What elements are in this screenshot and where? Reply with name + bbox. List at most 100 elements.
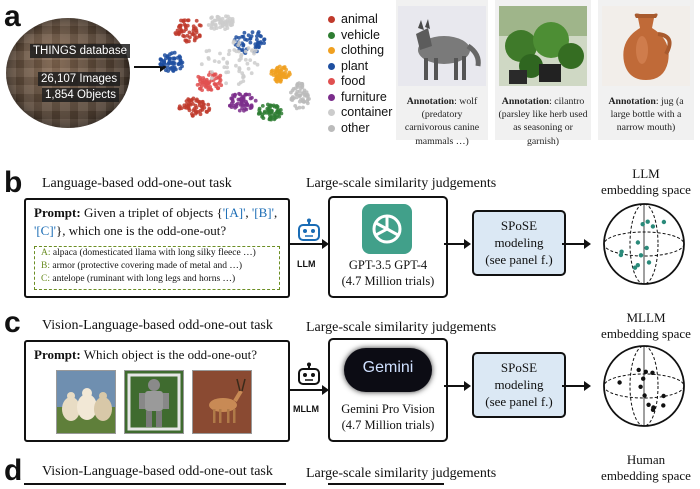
tsne-point [240,34,244,39]
embedding-point [643,369,648,374]
tsne-point [236,49,241,54]
tsne-point [200,88,204,92]
robot-icon [298,218,320,241]
tsne-point [191,24,196,29]
tsne-point [177,54,182,59]
tsne-point [224,81,228,86]
tsne-point [179,18,183,23]
legend-dot [328,16,335,24]
tsne-point [249,71,254,76]
tsne-point [302,88,307,93]
tsne-point [269,110,274,115]
arrow-to-llm-space-icon [562,239,591,249]
tsne-point [188,35,192,40]
gemini-trial-count: (4.7 Million trials) [341,418,435,432]
tsne-point [216,15,220,19]
embedding-point [635,263,640,268]
tsne-point [225,23,229,28]
tsne-point [255,37,259,42]
tsne-point [234,104,239,109]
tsne-point [183,18,187,23]
tsne-point [212,82,217,86]
embedding-point [641,376,646,381]
embedding-point [642,393,647,398]
tsne-point [241,43,246,48]
tsne-point [218,19,223,24]
tsne-point [298,89,302,94]
tsne-point [307,97,311,101]
tsne-point [221,56,226,61]
tsne-point [207,80,212,85]
tsne-point [171,68,175,73]
tsne-point [241,98,246,102]
mllm-embedding-sphere [603,345,685,427]
tsne-point [172,61,177,66]
embedding-point [646,260,652,265]
tsne-point [256,112,261,116]
tsne-point [274,77,279,81]
tsne-point [182,34,187,39]
tsne-point [158,62,163,66]
tsne-point [165,65,170,70]
tsne-point [201,102,206,107]
tsne-point [177,23,182,28]
tsne-point [261,116,266,120]
tsne-point [274,104,279,108]
legend-dot [328,31,335,39]
tsne-point [300,83,305,88]
tsne-point [184,39,189,44]
tsne-point [214,76,219,81]
panel-d-letter: d [4,454,23,487]
tsne-point [230,20,235,24]
triplet-choices: A: alpaca (domesticated llama with long … [34,246,280,290]
tsne-point [236,101,240,106]
tsne-point [242,108,246,113]
embedding-point [645,219,650,224]
panel-a-letter: a [4,0,21,33]
jug-caption: Annotation: jug (a large bottle with a n… [608,96,684,134]
openai-logo-icon [362,204,412,254]
tsne-point [245,61,250,66]
tsne-point [213,23,218,28]
tsne-point [259,34,263,39]
wolf-caption: Annotation: wolf (predatory carnivorous … [404,96,480,147]
tsne-point [295,92,299,97]
tsne-point [184,27,188,32]
tsne-point [170,51,174,56]
language-prompt-box: Prompt: Given a triplet of objects {'[A]… [24,198,290,298]
tsne-point [198,75,203,80]
tsne-point [210,15,214,20]
tsne-point [187,98,192,102]
tsne-point [287,70,292,75]
legend-item-container: container [328,105,392,119]
tsne-point [204,77,209,82]
legend-label: food [341,74,366,88]
tsne-point [276,74,281,79]
sphere-meridian [629,203,659,285]
legend-item-animal: animal [328,12,378,26]
tsne-point [234,63,238,68]
tsne-point [225,60,229,65]
tsne-point [294,95,299,100]
tsne-point [167,56,172,61]
tsne-point [268,117,273,121]
cilantro-image-card: Annotation: cilantro (parsley like herb … [495,0,591,147]
tsne-point [232,39,236,43]
embedding-point [632,265,638,270]
tsne-point [198,112,203,117]
embedding-point [638,253,644,258]
tsne-point [200,105,205,110]
tsne-point [255,34,259,39]
tsne-point [182,103,187,108]
tsne-point [208,87,213,92]
tsne-point [218,51,222,56]
tsne-point [250,48,254,53]
tsne-point [210,22,215,27]
tsne-point [259,41,263,46]
choice-a: A: alpaca (domesticated llama with long … [41,248,256,258]
legend-label: plant [341,58,369,73]
tsne-point [248,40,253,45]
legend-label: clothing [341,43,385,57]
tsne-point [226,70,231,74]
cilantro-photo [499,6,587,86]
